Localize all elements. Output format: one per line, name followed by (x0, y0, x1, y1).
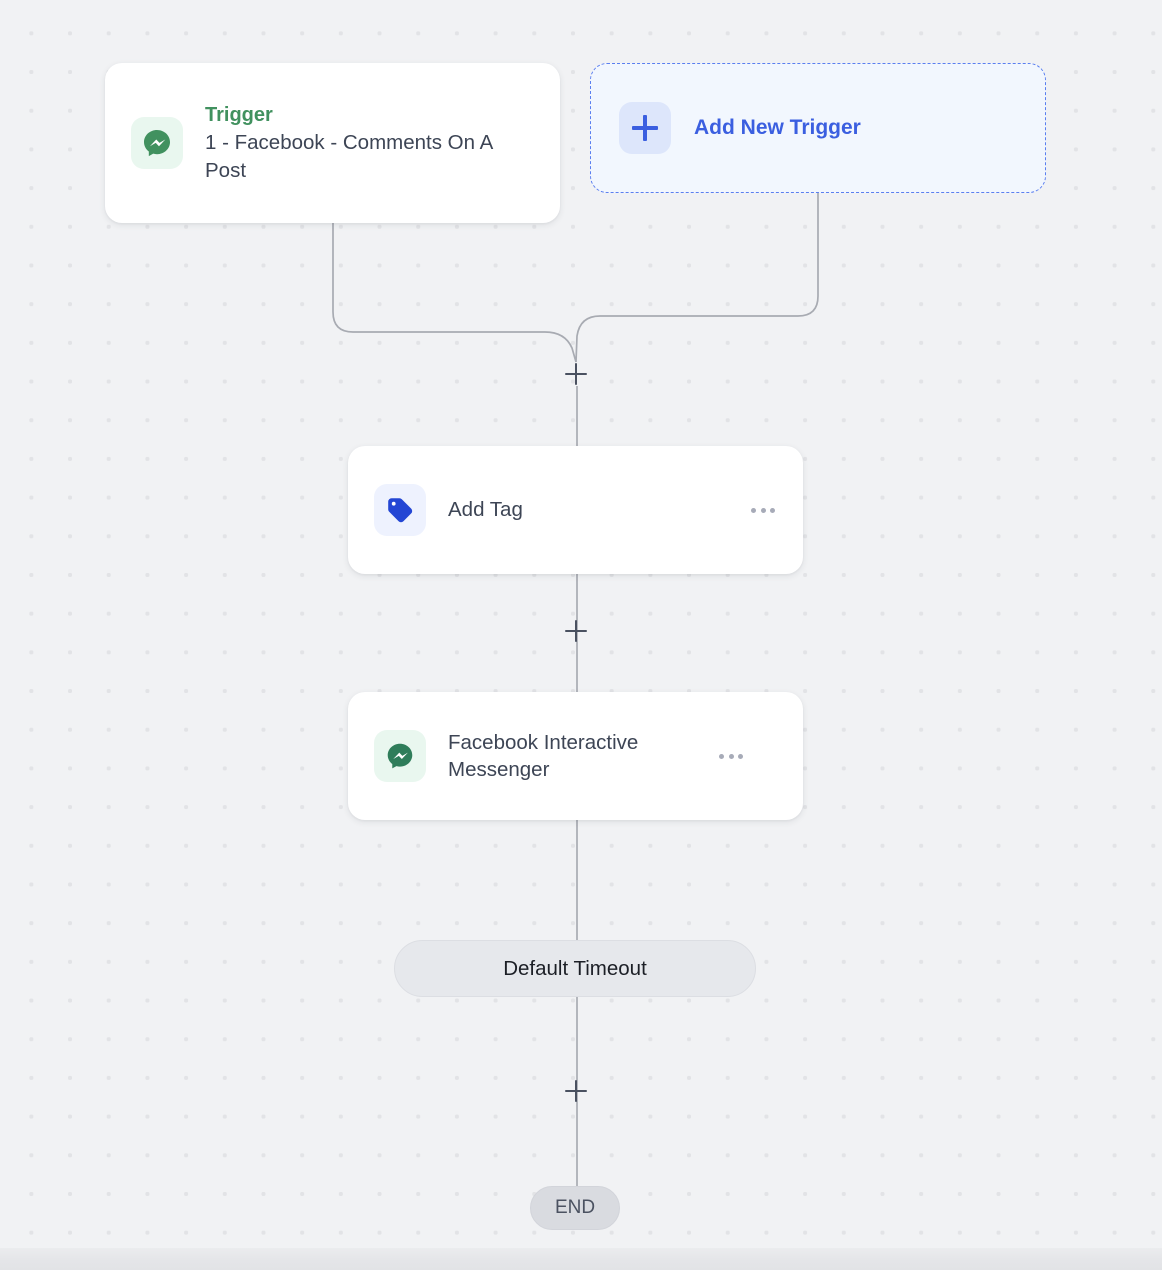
add-new-trigger-label: Add New Trigger (694, 116, 861, 139)
facebook-messenger-icon (374, 730, 426, 782)
action-node-facebook-interactive-messenger[interactable]: Facebook Interactive Messenger (348, 692, 803, 820)
plus-icon (619, 102, 671, 154)
node-options-menu-icon[interactable] (747, 498, 779, 523)
trigger-node-body: Trigger 1 - Facebook - Comments On A Pos… (205, 102, 534, 184)
default-timeout-node[interactable]: Default Timeout (394, 940, 756, 997)
node-options-menu-icon[interactable] (715, 744, 747, 769)
facebook-messenger-icon (131, 117, 183, 169)
action-node-label: Add Tag (448, 498, 523, 522)
action-node-label: Facebook Interactive Messenger (448, 730, 639, 781)
add-step-handle-before-end[interactable] (563, 1078, 589, 1104)
add-step-handle-after-triggers[interactable] (563, 361, 589, 387)
tag-icon (374, 484, 426, 536)
default-timeout-label: Default Timeout (503, 956, 647, 980)
end-node: END (530, 1186, 620, 1230)
add-step-handle-after-add-tag[interactable] (563, 618, 589, 644)
add-new-trigger-button[interactable]: Add New Trigger (590, 63, 1046, 193)
canvas-bottom-band (0, 1248, 1162, 1270)
end-label: END (554, 1197, 596, 1218)
trigger-node-title: 1 - Facebook - Comments On A Post (205, 131, 493, 182)
action-node-add-tag[interactable]: Add Tag (348, 446, 803, 574)
trigger-kicker-label: Trigger (205, 103, 273, 126)
trigger-node-card[interactable]: Trigger 1 - Facebook - Comments On A Pos… (105, 63, 560, 223)
